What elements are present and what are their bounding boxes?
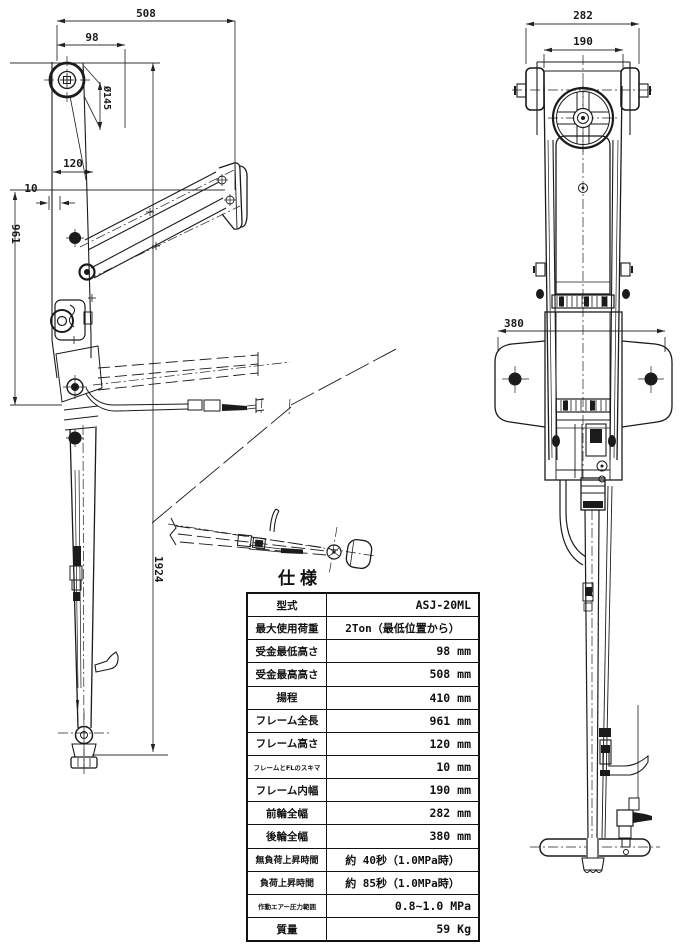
spec-value: 約 85秒（1.0MPa時） bbox=[345, 876, 460, 890]
dim-961-label: 961 bbox=[9, 224, 22, 244]
front-wheels-rear bbox=[514, 61, 651, 135]
rear-view-drawing: 282 190 380 bbox=[494, 9, 673, 873]
rear-dimension-arrows bbox=[498, 21, 665, 334]
air-hose-side bbox=[85, 387, 265, 413]
spec-value: 508 mm bbox=[429, 667, 471, 682]
spec-value: 410 mm bbox=[429, 690, 471, 705]
spec-label: 受金最低高さ bbox=[248, 640, 327, 663]
spec-label: 後輪全幅 bbox=[248, 825, 327, 848]
spec-value: 282 mm bbox=[429, 806, 471, 821]
spec-value: 2Ton（最低位置から） bbox=[345, 622, 460, 636]
side-dimension-lines bbox=[10, 20, 236, 756]
dim-98-label: 98 bbox=[85, 31, 98, 44]
table-row: 受金最高高さ 508 mm bbox=[248, 662, 478, 686]
dim-190-label: 190 bbox=[573, 35, 593, 48]
lift-body-rear bbox=[544, 311, 623, 483]
lift-arm-raised bbox=[84, 162, 248, 279]
pulley-rear bbox=[551, 86, 615, 150]
spec-label: 受金最高高さ bbox=[248, 663, 327, 686]
spec-label: フレーム高さ bbox=[248, 732, 327, 755]
dim-10-label: 10 bbox=[24, 182, 37, 195]
spec-label: 作動エアー圧力範囲 bbox=[248, 894, 327, 917]
dim-1924-label: 1924 bbox=[152, 556, 165, 583]
table-row: フレームとFLのスキマ 10 mm bbox=[248, 754, 478, 779]
dim-282-label: 282 bbox=[573, 9, 593, 22]
spec-value: 約 40秒（1.0MPa時） bbox=[345, 853, 460, 867]
handle-column-rear bbox=[559, 477, 649, 839]
spec-label: 揚程 bbox=[248, 686, 327, 709]
table-row: 質量 59 Kg bbox=[248, 916, 478, 941]
table-row: フレーム全長 961 mm bbox=[248, 708, 478, 732]
dim-380-label: 380 bbox=[504, 317, 524, 330]
spec-label: フレーム内幅 bbox=[248, 779, 327, 802]
lift-arm-lowered-phantom bbox=[97, 352, 259, 391]
rear-caster-side bbox=[70, 725, 98, 769]
air-inlet-fitting bbox=[616, 705, 652, 855]
table-row: 型式 ASJ-20ML bbox=[248, 594, 478, 617]
rear-centerlines bbox=[502, 55, 664, 858]
spec-label: フレーム全長 bbox=[248, 709, 327, 732]
spec-value: 190 mm bbox=[429, 783, 471, 798]
table-row: 作動エアー圧力範囲 0.8~1.0 MPa bbox=[248, 893, 478, 917]
spec-value: 0.8~1.0 MPa bbox=[394, 898, 471, 913]
table-row: フレーム内幅 190 mm bbox=[248, 778, 478, 802]
dim-508-label: 508 bbox=[136, 7, 156, 20]
foot-bar-rear bbox=[539, 838, 651, 873]
saddle-plate bbox=[216, 162, 248, 230]
spec-label: 負荷上昇時間 bbox=[248, 871, 327, 894]
spec-value: 59 Kg bbox=[436, 922, 471, 937]
dim-145-label: Ø145 bbox=[101, 85, 113, 110]
spec-label: フレームとFLのスキマ bbox=[248, 755, 327, 779]
handle-horizontal-phantom bbox=[151, 347, 399, 570]
spec-value: 98 mm bbox=[436, 644, 471, 659]
spec-value: 961 mm bbox=[429, 713, 471, 728]
spec-table: 型式 ASJ-20ML 最大使用荷重 2Ton（最低位置から） 受金最低高さ 98 m… bbox=[246, 592, 480, 942]
side-dimension-arrows bbox=[12, 18, 235, 752]
table-row: 後輪全幅 380 mm bbox=[248, 824, 478, 848]
table-row: 揚程 410 mm bbox=[248, 685, 478, 709]
table-row: フレーム高さ 120 mm bbox=[248, 731, 478, 755]
release-lever-rear bbox=[602, 751, 649, 776]
handle-column-side bbox=[63, 405, 119, 729]
rear-fenders bbox=[494, 340, 673, 428]
spec-label: 型式 bbox=[248, 594, 327, 617]
spec-value: 120 mm bbox=[429, 736, 471, 751]
spec-section: 仕様 型式 ASJ-20ML 最大使用荷重 2Ton（最低位置から） 受金最低高さ 9… bbox=[246, 568, 480, 942]
dim-120-label: 120 bbox=[63, 157, 83, 170]
frame-side bbox=[50, 62, 103, 447]
side-view-drawing: 508 98 Ø145 120 10 961 1924 bbox=[9, 7, 399, 776]
table-row: 最大使用荷重 2Ton（最低位置から） bbox=[248, 616, 478, 640]
table-row: 受金最低高さ 98 mm bbox=[248, 639, 478, 663]
spec-value: ASJ-20ML bbox=[415, 598, 471, 613]
handle-grip bbox=[345, 538, 373, 570]
table-row: 負荷上昇時間 約 85秒（1.0MPa時） bbox=[248, 870, 478, 894]
table-row: 無負荷上昇時間 約 40秒（1.0MPa時） bbox=[248, 847, 478, 871]
spec-value: 10 mm bbox=[436, 760, 471, 775]
spec-label: 無負荷上昇時間 bbox=[248, 848, 327, 871]
spec-label: 質量 bbox=[248, 917, 327, 941]
spec-label: 前輪全幅 bbox=[248, 802, 327, 825]
front-wheel-side bbox=[48, 61, 86, 99]
spec-value: 380 mm bbox=[429, 829, 471, 844]
spec-title: 仕様 bbox=[278, 569, 322, 589]
spec-label: 最大使用荷重 bbox=[248, 617, 327, 640]
table-row: 前輪全幅 282 mm bbox=[248, 801, 478, 825]
rear-dimension-lines bbox=[497, 23, 666, 352]
cylinder-housing-rear bbox=[551, 135, 615, 309]
